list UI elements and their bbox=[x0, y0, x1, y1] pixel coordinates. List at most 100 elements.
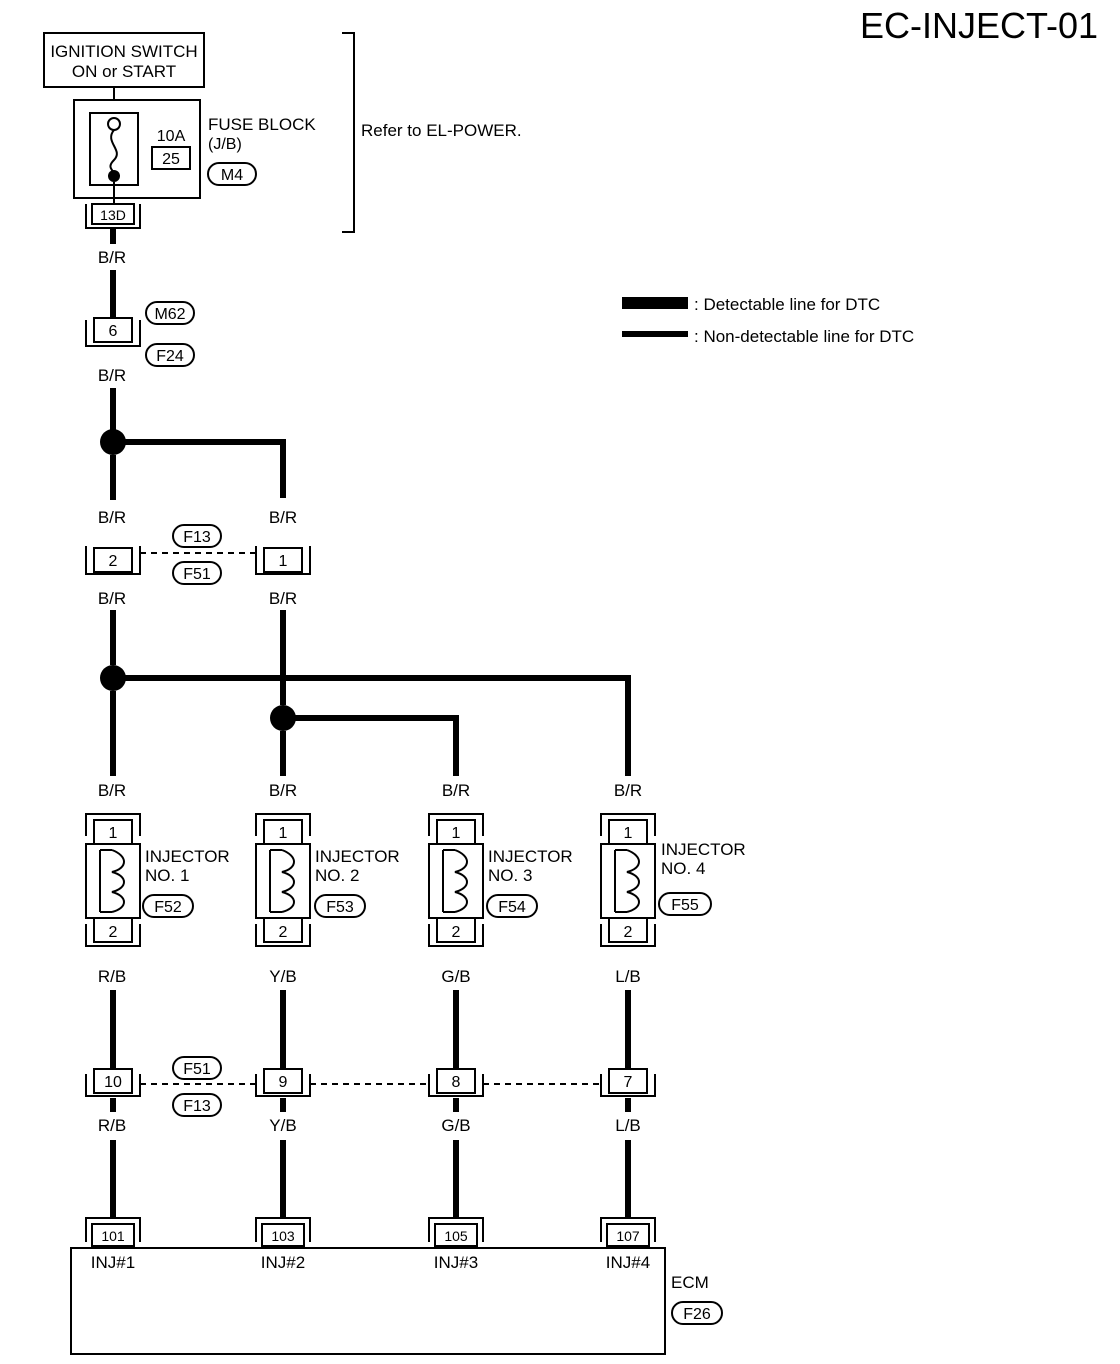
terminal-2-bracket bbox=[85, 546, 141, 575]
wire-color-br-inj4: B/R bbox=[614, 781, 642, 800]
connector-f13-label-a: F13 bbox=[183, 529, 211, 546]
wire-color-yb-2: Y/B bbox=[269, 1116, 296, 1135]
page-code: EC-INJECT-01 bbox=[860, 5, 1098, 46]
injector-1-pin-bottom: 2 bbox=[109, 924, 118, 941]
connector-badge-m62 bbox=[145, 301, 195, 325]
injector-2-top-bracket bbox=[255, 813, 311, 836]
legend-detectable-line bbox=[622, 297, 688, 309]
injector-1-bottom-bracket bbox=[85, 924, 141, 947]
injector-4-pin-bottom: 2 bbox=[624, 924, 633, 941]
connector-m4-label: M4 bbox=[221, 167, 243, 184]
wire-color-lb-2: L/B bbox=[615, 1116, 641, 1135]
injector-1-pin-bottom-box bbox=[93, 917, 133, 943]
legend-nondetectable-line bbox=[622, 331, 688, 337]
wire-color-br-inj1: B/R bbox=[98, 781, 126, 800]
injector-4-top-bracket bbox=[600, 813, 656, 836]
injector-2-coil-icon bbox=[270, 849, 295, 913]
wire-color-lb-1: L/B bbox=[615, 967, 641, 986]
injector-3-bottom-bracket bbox=[428, 924, 484, 947]
wire-color-gb-1: G/B bbox=[441, 967, 470, 986]
connector-m62-label: M62 bbox=[154, 306, 185, 323]
injector-4-coil-icon bbox=[615, 849, 640, 913]
connector-f13-label-b: F13 bbox=[183, 1098, 211, 1115]
terminal-7-box bbox=[608, 1068, 648, 1094]
injector-2-pin-bottom: 2 bbox=[279, 924, 288, 941]
connector-f24-label: F24 bbox=[156, 348, 184, 365]
terminal-7-bracket bbox=[600, 1074, 656, 1097]
ecm-pin-inj4: INJ#4 bbox=[606, 1253, 650, 1272]
legend-nondetectable-text: : Non-detectable line for DTC bbox=[694, 327, 914, 346]
wire-color-br-1: B/R bbox=[98, 248, 126, 267]
ecm-pin-inj2: INJ#2 bbox=[261, 1253, 305, 1272]
terminal-8-box bbox=[436, 1068, 476, 1094]
injector-3-name: INJECTOR bbox=[488, 847, 573, 866]
connector-f55-label: F55 bbox=[671, 897, 699, 914]
connector-badge-f54 bbox=[486, 894, 538, 918]
injector-4-pin-top: 1 bbox=[624, 825, 633, 842]
terminal-1-box bbox=[263, 547, 303, 573]
ecm-terminal-105-box bbox=[434, 1223, 478, 1247]
injector-3-pin-bottom: 2 bbox=[452, 924, 461, 941]
injector-2-bottom-bracket bbox=[255, 924, 311, 947]
terminal-1-label: 1 bbox=[279, 553, 288, 570]
injector-3-top-bracket bbox=[428, 813, 484, 836]
wire-br-branch-1 bbox=[113, 439, 286, 498]
fuse-amperage: 10A bbox=[157, 128, 186, 145]
terminal-2-box bbox=[93, 547, 133, 573]
wire-color-rb-1: R/B bbox=[98, 967, 126, 986]
terminal-13d-label: 13D bbox=[100, 207, 126, 223]
ecm-terminal-103: 103 bbox=[271, 1228, 295, 1244]
ecm-terminal-107: 107 bbox=[616, 1228, 640, 1244]
injector-4-name: INJECTOR bbox=[661, 840, 746, 859]
wire-color-br-5: B/R bbox=[98, 589, 126, 608]
wire-color-br-3: B/R bbox=[98, 508, 126, 527]
fuse-number-box bbox=[151, 146, 191, 170]
connector-badge-f51-a bbox=[172, 561, 222, 585]
wire-br-branch-inj3 bbox=[283, 715, 459, 776]
ecm-terminal-101-bracket bbox=[85, 1217, 141, 1242]
ecm-terminal-101-box bbox=[91, 1223, 135, 1247]
ecm-terminal-107-bracket bbox=[600, 1217, 656, 1242]
ecm-terminal-107-box bbox=[606, 1223, 650, 1247]
injector-4-pin-bottom-box bbox=[608, 917, 648, 943]
fuse-bottom-terminal bbox=[108, 170, 120, 182]
fuse-block-label: FUSE BLOCK bbox=[208, 115, 316, 134]
injector-3-body bbox=[428, 843, 484, 919]
wire-color-gb-2: G/B bbox=[441, 1116, 470, 1135]
terminal-9-label: 9 bbox=[279, 1074, 288, 1091]
terminal-10-box bbox=[93, 1068, 133, 1094]
injector-2-pin-top: 1 bbox=[279, 825, 288, 842]
wire-color-br-2: B/R bbox=[98, 366, 126, 385]
fuse-top-terminal bbox=[107, 117, 121, 131]
ecm-label: ECM bbox=[671, 1273, 709, 1292]
wire-color-br-4: B/R bbox=[269, 508, 297, 527]
terminal-6-bracket bbox=[85, 320, 141, 347]
connector-f52-label: F52 bbox=[154, 899, 182, 916]
ecm-box bbox=[70, 1247, 666, 1355]
terminal-10-label: 10 bbox=[104, 1074, 122, 1091]
connector-badge-f13-a bbox=[172, 524, 222, 548]
ecm-terminal-103-box bbox=[261, 1223, 305, 1247]
fuse-number: 25 bbox=[162, 151, 180, 168]
ecm-terminal-105-bracket bbox=[428, 1217, 484, 1242]
ecm-terminal-103-bracket bbox=[255, 1217, 311, 1242]
refer-bracket bbox=[342, 32, 355, 233]
ignition-label-1: IGNITION SWITCH bbox=[50, 42, 197, 61]
terminal-9-box bbox=[263, 1068, 303, 1094]
injector-1-name: INJECTOR bbox=[145, 847, 230, 866]
injector-4: 1 2 INJECTOR NO. 4 F55 bbox=[600, 813, 746, 947]
fuse-block-jb-label: (J/B) bbox=[208, 136, 242, 153]
injector-2-pin-top-box bbox=[263, 819, 303, 845]
injector-4-pin-top-box bbox=[608, 819, 648, 845]
wire-color-br-6: B/R bbox=[269, 589, 297, 608]
injector-2-body bbox=[255, 843, 311, 919]
ecm-terminal-101: 101 bbox=[101, 1228, 125, 1244]
wire-color-br-inj2: B/R bbox=[269, 781, 297, 800]
terminal-13d-box bbox=[91, 203, 135, 225]
connector-badge-f55 bbox=[658, 892, 712, 916]
injector-1: 1 2 INJECTOR NO. 1 F52 bbox=[85, 813, 230, 947]
terminal-8-label: 8 bbox=[452, 1074, 461, 1091]
connector-badge-f24 bbox=[145, 343, 195, 367]
legend-detectable-text: : Detectable line for DTC bbox=[694, 295, 880, 314]
connector-f51-label-b: F51 bbox=[183, 1061, 211, 1078]
